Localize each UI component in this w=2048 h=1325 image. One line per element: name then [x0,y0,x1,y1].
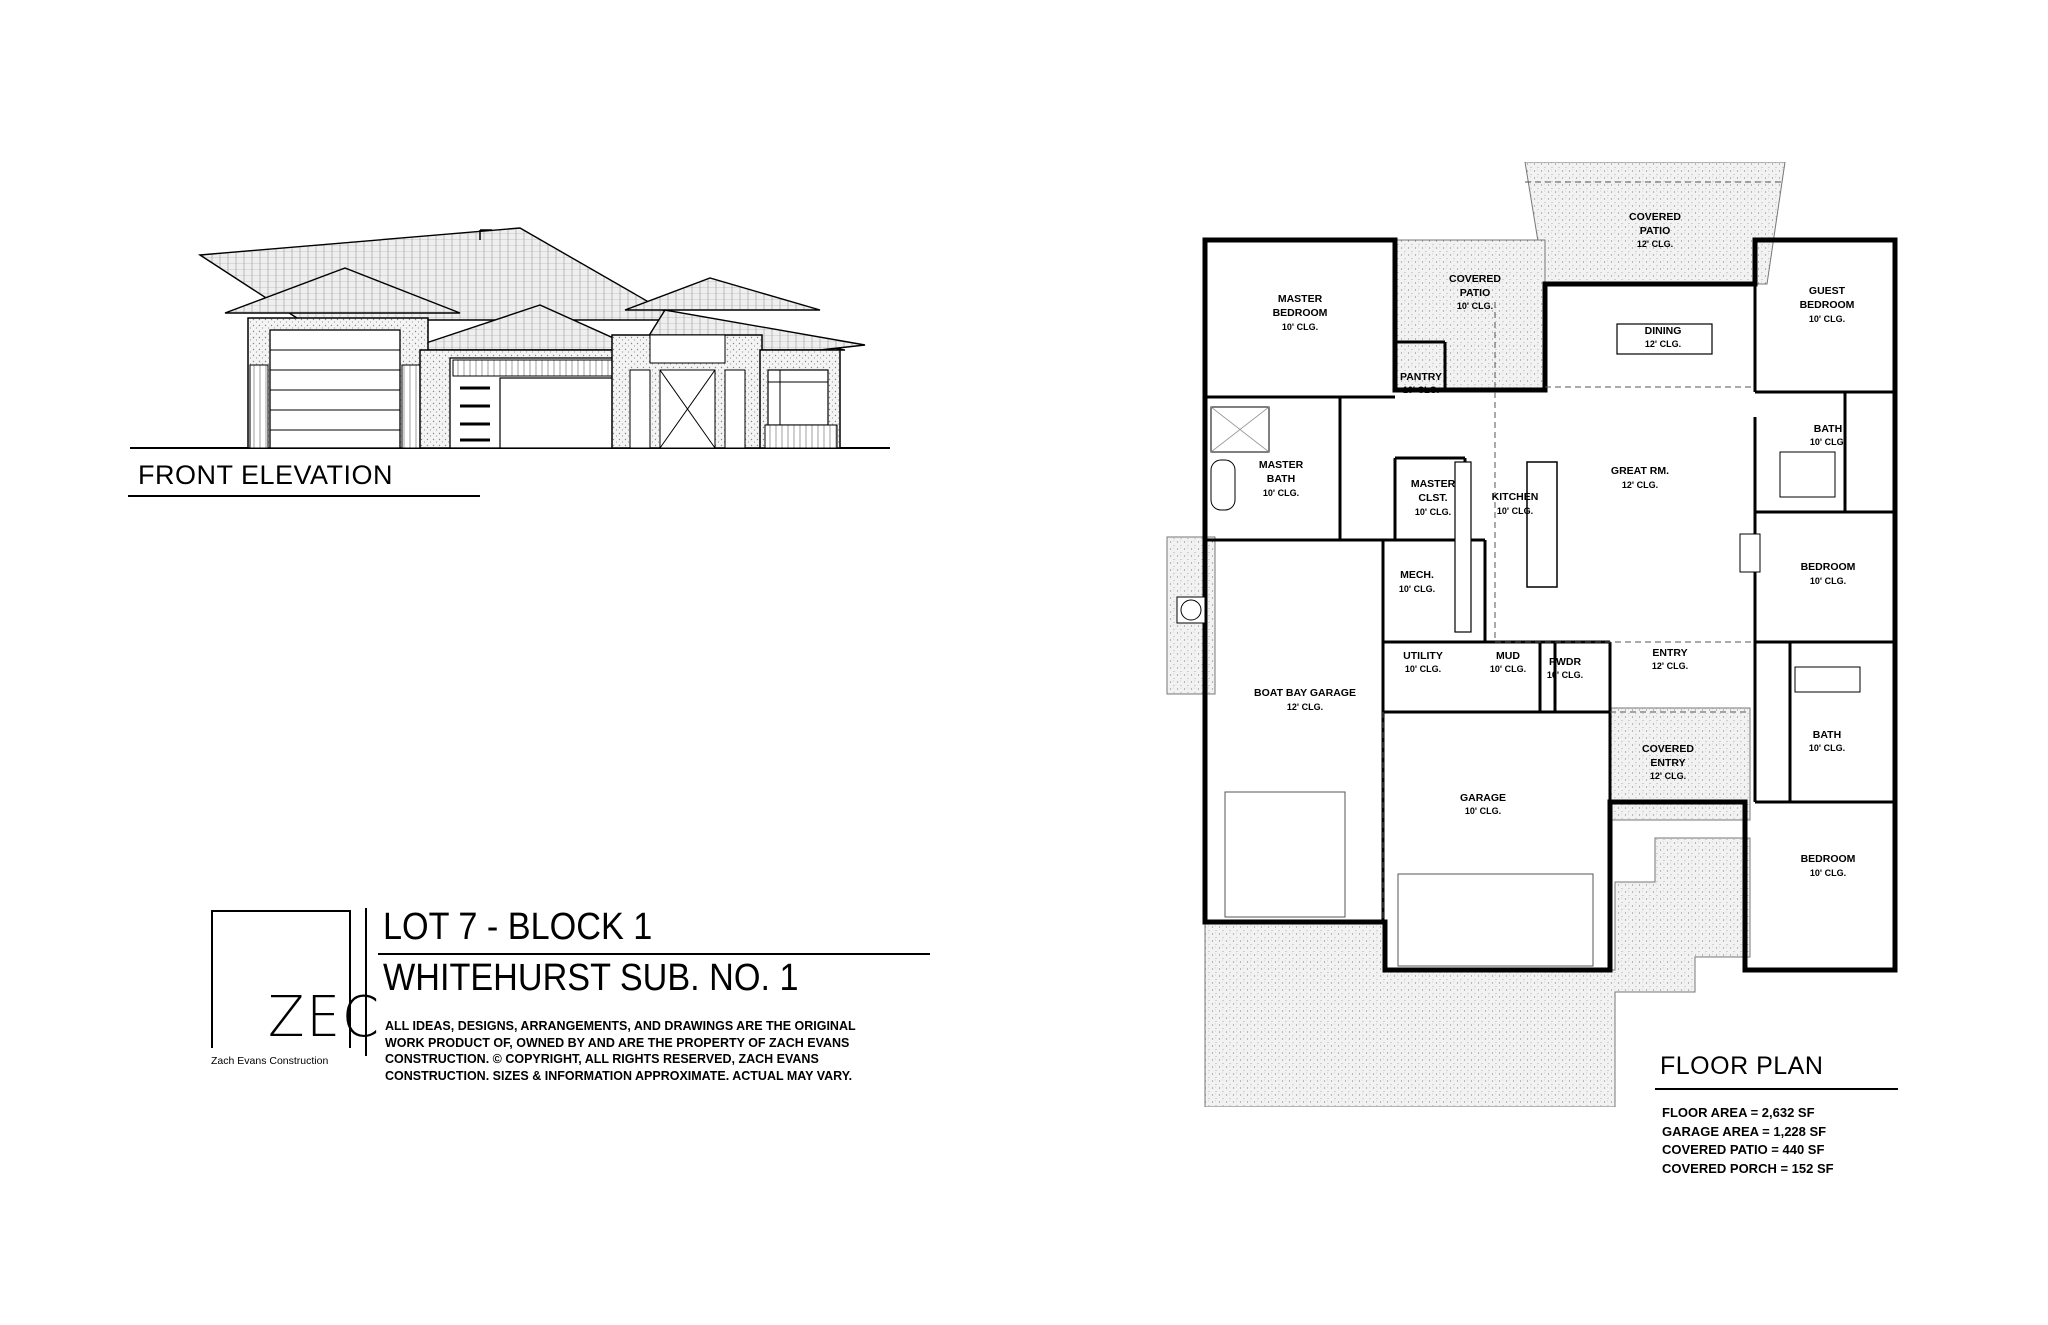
svg-text:10' CLG.: 10' CLG. [1810,437,1846,447]
floor-plan-drawing: COVERED PATIO 12' CLG. COVERED PATIO 10'… [1166,162,1898,1107]
copyright-line: WORK PRODUCT OF, OWNED BY AND ARE THE PR… [385,1035,850,1050]
logo-company-name: Zach Evans Construction [211,1055,329,1067]
room-label-boat-bay-garage: BOAT BAY GARAGE [1254,687,1356,699]
copyright-notice: ALL IDEAS, DESIGNS, ARRANGEMENTS, AND DR… [385,1018,905,1084]
side-patio-slab [1394,239,1546,391]
room-label-bath-guest: BATH [1814,423,1842,435]
room-label-master-bedroom: MASTER [1278,293,1323,305]
room-label-covered-patio-rear: COVERED [1629,211,1681,223]
kitchen-counter [1454,461,1472,633]
svg-text:10' CLG.: 10' CLG. [1399,584,1435,594]
dining-table [1616,323,1713,355]
ac-unit [1176,596,1206,624]
master-tub [1210,459,1236,511]
area-garage: GARAGE AREA = 1,228 SF [1662,1123,1827,1139]
room-label-pantry: PANTRY [1400,371,1442,383]
room-label-powder: PWDR [1549,656,1581,668]
svg-text:10' CLG.: 10' CLG. [1465,806,1501,816]
svg-text:10' CLG.: 10' CLG. [1415,507,1451,517]
room-label-dining: DINING [1645,325,1682,337]
svg-text:10' CLG.: 10' CLG. [1457,301,1493,311]
svg-text:10' CLG.: 10' CLG. [1809,743,1845,753]
room-label-covered-patio-side: COVERED [1449,273,1501,285]
svg-text:BEDROOM: BEDROOM [1273,307,1328,319]
room-label-kitchen: KITCHEN [1492,491,1539,503]
room-label-guest-bedroom: GUEST [1809,285,1846,297]
room-label-bedroom-3: BEDROOM [1801,853,1856,865]
area-summary: FLOOR AREA = 2,632 SF GARAGE AREA = 1,22… [1662,1104,1834,1178]
room-label-great-room: GREAT RM. [1611,465,1669,477]
room-label-garage: GARAGE [1460,792,1506,804]
svg-text:PATIO: PATIO [1640,225,1671,237]
svg-text:12' CLG.: 12' CLG. [1652,661,1688,671]
svg-text:10' CLG.: 10' CLG. [1497,506,1533,516]
garage-door [1397,873,1594,967]
svg-text:BEDROOM: BEDROOM [1800,299,1855,311]
room-label-bedroom-2: BEDROOM [1801,561,1856,573]
svg-text:BATH: BATH [1267,473,1295,485]
svg-text:10' CLG.: 10' CLG. [1810,868,1846,878]
svg-text:ENTRY: ENTRY [1650,757,1685,769]
room-label-utility: UTILITY [1403,650,1443,662]
rear-patio-slab [1524,162,1786,285]
svg-text:10' CLG.: 10' CLG. [1809,314,1845,324]
title-rule [378,953,930,955]
subdivision-title: WHITEHURST SUB. NO. 1 [383,957,799,999]
svg-text:10' CLG.: 10' CLG. [1263,488,1299,498]
svg-text:PATIO: PATIO [1460,287,1491,299]
area-covered-porch: COVERED PORCH = 152 SF [1662,1160,1834,1176]
front-elevation-drawing [130,227,890,449]
guest-shower [1779,451,1836,498]
front-elevation-rule [128,495,480,497]
title-block-divider [365,908,367,1056]
boat-bay-door [1224,791,1346,918]
svg-text:12' CLG.: 12' CLG. [1650,771,1686,781]
floor-plan-title: FLOOR PLAN [1660,1052,1824,1080]
kitchen-island [1526,461,1558,588]
svg-text:12' CLG.: 12' CLG. [1287,702,1323,712]
room-label-entry: ENTRY [1652,647,1687,659]
logo-frame [211,910,351,1048]
right-center-roof [624,277,821,311]
svg-text:10' CLG.: 10' CLG. [1403,385,1439,395]
room-label-covered-entry: COVERED [1642,743,1694,755]
copyright-line: ALL IDEAS, DESIGNS, ARRANGEMENTS, AND DR… [385,1019,856,1033]
room-label-bath-hall: BATH [1813,729,1841,741]
svg-text:12' CLG.: 12' CLG. [1645,339,1681,349]
area-floor: FLOOR AREA = 2,632 SF [1662,1105,1815,1120]
room-label-master-closet: MASTER [1411,478,1456,490]
room-label-master-bath: MASTER [1259,459,1304,471]
copyright-line: CONSTRUCTION. © COPYRIGHT, ALL RIGHTS RE… [385,1052,819,1066]
left-roof [224,267,461,314]
lot-block-title: LOT 7 - BLOCK 1 [383,906,653,948]
svg-text:12' CLG.: 12' CLG. [1622,480,1658,490]
room-label-mech: MECH. [1400,569,1434,581]
svg-text:10' CLG.: 10' CLG. [1490,664,1526,674]
fireplace [1739,533,1761,573]
svg-text:10' CLG.: 10' CLG. [1547,670,1583,680]
floor-plan-rule [1655,1088,1898,1090]
room-label-mud: MUD [1496,650,1520,662]
copyright-line: CONSTRUCTION. SIZES & INFORMATION APPROX… [385,1068,853,1083]
svg-text:12' CLG.: 12' CLG. [1637,239,1673,249]
svg-text:10' CLG.: 10' CLG. [1282,322,1318,332]
svg-text:10' CLG.: 10' CLG. [1810,576,1846,586]
logo-mark: ZEC [267,985,381,1050]
hall-tub [1794,666,1861,693]
svg-text:10' CLG.: 10' CLG. [1405,664,1441,674]
front-elevation-title: FRONT ELEVATION [138,460,394,490]
exterior-wall [1202,237,1898,973]
svg-text:CLST.: CLST. [1418,492,1447,504]
area-covered-patio: COVERED PATIO = 440 SF [1662,1142,1825,1157]
